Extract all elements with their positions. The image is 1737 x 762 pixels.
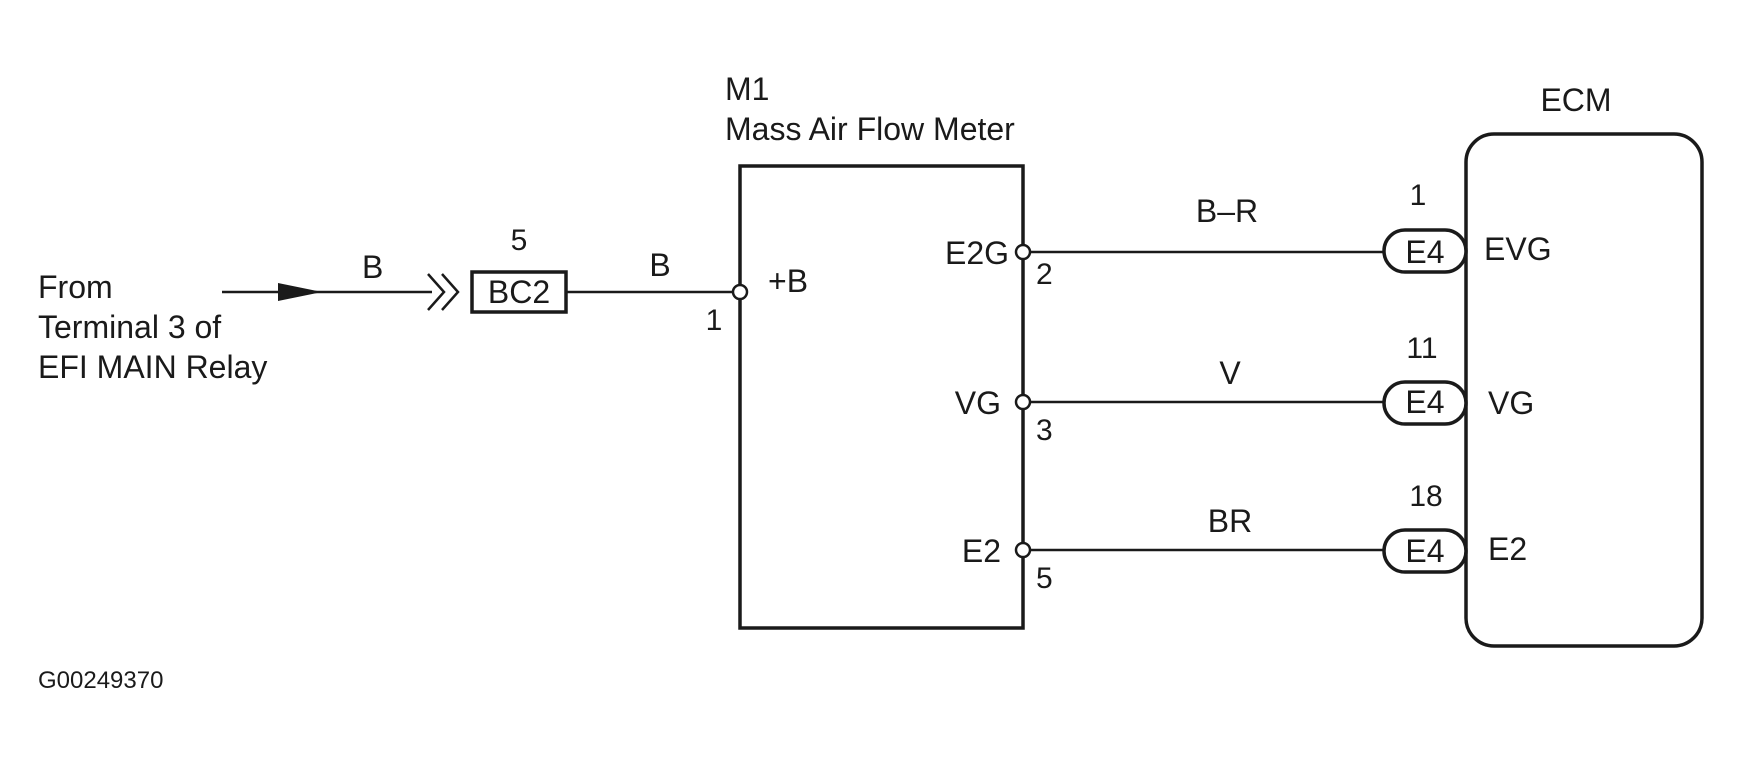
terminal-pin: 2 bbox=[1036, 258, 1053, 291]
terminal-circle-icon bbox=[1014, 243, 1032, 261]
connector-pin: 1 bbox=[1410, 179, 1427, 212]
junction-to-meter-wire-color: B bbox=[649, 247, 670, 283]
input-wire-color: B bbox=[362, 249, 383, 285]
ecm-terminal-label: E2 bbox=[1488, 531, 1527, 567]
terminal-label: VG bbox=[955, 385, 1001, 421]
connector-name: E4 bbox=[1405, 234, 1444, 270]
connector-name: E4 bbox=[1405, 533, 1444, 569]
terminal-label: E2 bbox=[962, 533, 1001, 569]
source-label: From Terminal 3 of EFI MAIN Relay bbox=[38, 269, 267, 385]
terminal-pin: 1 bbox=[706, 304, 723, 337]
source-line-1: From bbox=[38, 269, 113, 305]
mass-air-flow-meter: M1 Mass Air Flow Meter bbox=[725, 71, 1025, 630]
wire-b-r: B–R bbox=[1030, 193, 1384, 254]
wire-v: V bbox=[1030, 355, 1384, 404]
terminal-circle-icon bbox=[1014, 541, 1032, 559]
junction-bc2: BC2 5 bbox=[470, 224, 568, 314]
wire-color: BR bbox=[1208, 503, 1252, 539]
ecm-connection-e2: E4 18 E2 bbox=[1382, 480, 1527, 574]
terminal-circle-icon bbox=[1014, 393, 1032, 411]
arrow-icon bbox=[278, 283, 322, 301]
terminal-vg: VG 3 bbox=[955, 385, 1053, 447]
ecm-terminal-label: VG bbox=[1488, 385, 1534, 421]
terminal-label: +B bbox=[768, 263, 808, 299]
meter-code: M1 bbox=[725, 71, 769, 107]
ecm-connection-vg: E4 11 VG bbox=[1382, 332, 1534, 426]
ecm-title: ECM bbox=[1540, 82, 1611, 118]
connector-pill bbox=[1382, 228, 1468, 274]
ecm-box bbox=[1464, 132, 1704, 648]
junction-name: BC2 bbox=[488, 274, 550, 310]
terminal-e2: E2 5 bbox=[962, 533, 1053, 595]
wire-br: BR bbox=[1030, 503, 1384, 552]
terminal-pin: 5 bbox=[1036, 562, 1053, 595]
input-wire: B bbox=[222, 249, 432, 301]
ecm: ECM bbox=[1464, 82, 1704, 648]
terminal-plus-b: +B 1 bbox=[706, 263, 808, 337]
connector-pin: 11 bbox=[1406, 332, 1437, 365]
wire-color: V bbox=[1219, 355, 1241, 391]
terminal-circle-icon bbox=[731, 283, 749, 301]
terminal-label: E2G bbox=[945, 235, 1009, 271]
connector-pill bbox=[1382, 380, 1468, 426]
meter-box bbox=[738, 164, 1025, 630]
ecm-terminal-label: EVG bbox=[1484, 231, 1552, 267]
connector-name: E4 bbox=[1405, 384, 1444, 420]
connector-pin: 18 bbox=[1409, 480, 1442, 513]
junction-pin: 5 bbox=[511, 224, 528, 257]
meter-name: Mass Air Flow Meter bbox=[725, 111, 1015, 147]
ecm-connection-evg: E4 1 EVG bbox=[1382, 179, 1552, 274]
source-line-2: Terminal 3 of bbox=[38, 309, 221, 345]
terminal-e2g: E2G 2 bbox=[945, 235, 1053, 291]
figure-id: G00249370 bbox=[38, 667, 163, 694]
source-line-3: EFI MAIN Relay bbox=[38, 349, 267, 385]
connector-pill bbox=[1382, 528, 1468, 574]
connector-chevron-icon bbox=[427, 273, 460, 311]
wire-color: B–R bbox=[1196, 193, 1258, 229]
terminal-pin: 3 bbox=[1036, 414, 1053, 447]
